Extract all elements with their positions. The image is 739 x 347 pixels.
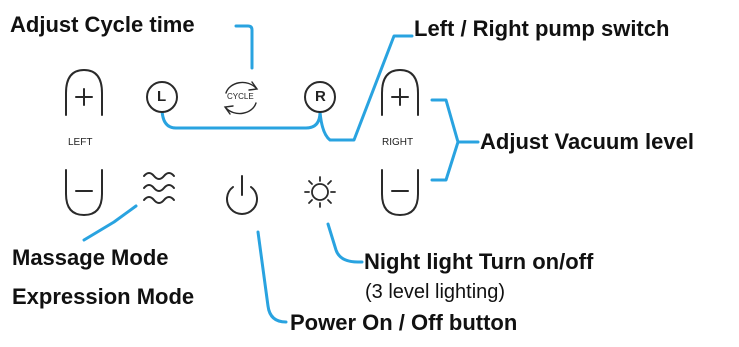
callout-massage-mode: Massage Mode [12,245,169,270]
callout-adjust-vacuum-level: Adjust Vacuum level [480,129,694,154]
power-icon[interactable] [226,175,258,215]
callout-night-light-levels: (3 level lighting) [365,281,506,303]
leader-vacuum-level [430,98,480,182]
leader-pump-switch [160,34,414,142]
right-stepper-outline-bottom [381,169,419,217]
cycle-icon[interactable] [223,81,259,115]
callout-power-button: Power On / Off button [290,310,518,335]
right-stepper-label: RIGHT [382,137,414,148]
left-vacuum-stepper[interactable] [65,68,103,217]
left-stepper-outline-top [65,68,103,116]
right-stepper-outline-top [381,68,419,116]
right-pump-button[interactable] [304,81,336,113]
right-pump-label: R [315,88,326,105]
left-pump-button[interactable] [146,81,178,113]
wave-icon[interactable] [143,172,175,204]
right-vacuum-stepper[interactable] [381,68,419,217]
cycle-label: CYCLE [227,92,254,101]
leader-power [256,230,288,324]
leader-massage-mode [82,204,138,242]
sun-icon[interactable] [304,176,336,208]
left-pump-label: L [157,88,167,105]
callout-expression-mode: Expression Mode [12,284,195,309]
leader-cycle-time [234,24,254,70]
callout-left-right-pump-switch: Left / Right pump switch [414,16,670,41]
callout-night-light: Night light Turn on/off [364,249,594,274]
callout-adjust-cycle-time: Adjust Cycle time [10,12,195,37]
leader-night-light [326,222,364,264]
leader-lines [82,24,480,324]
left-stepper-outline-bottom [65,169,103,217]
left-stepper-label: LEFT [68,137,93,148]
